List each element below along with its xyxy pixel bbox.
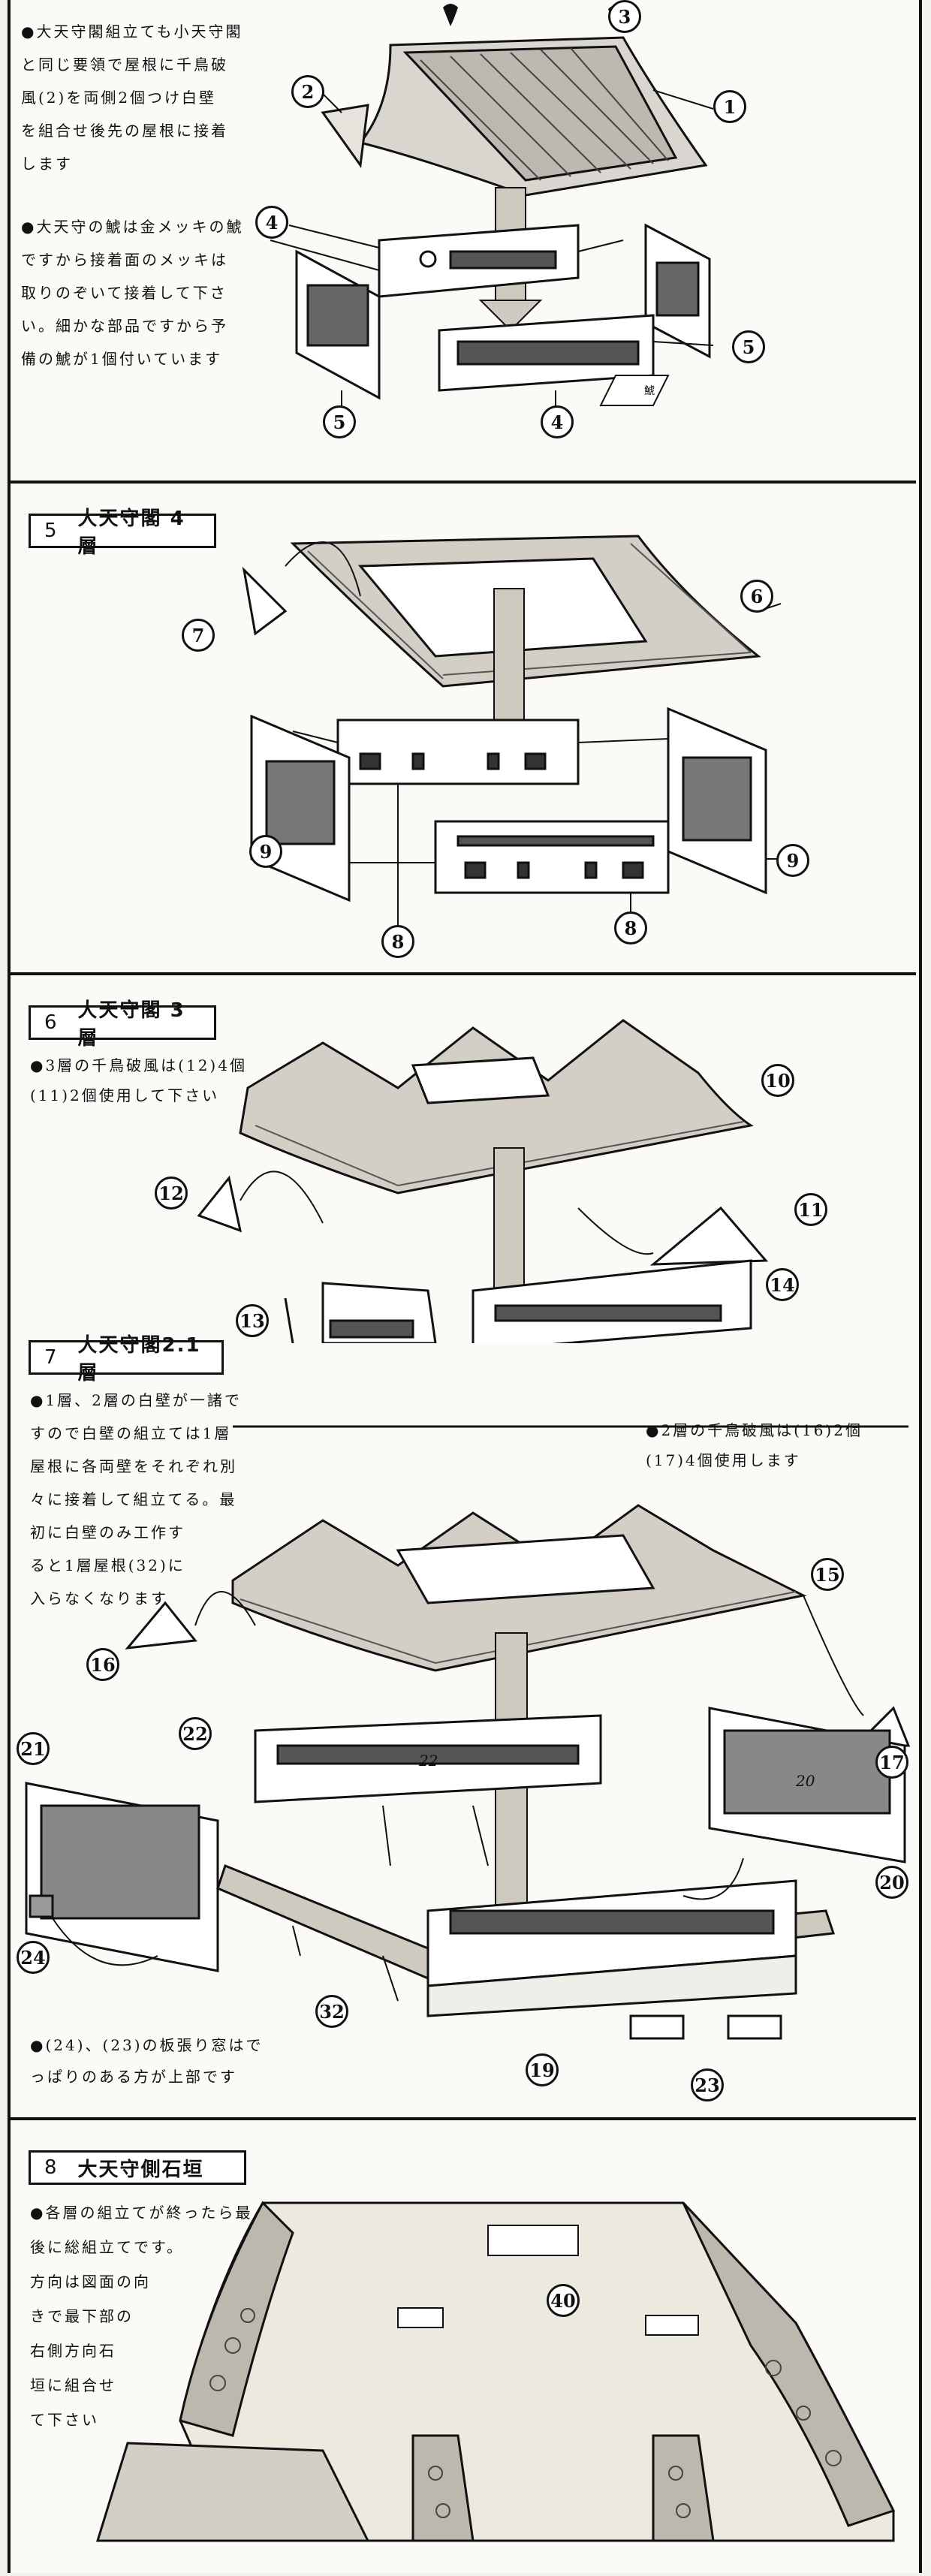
gable-part-2 — [321, 104, 369, 168]
part-24 — [29, 1894, 54, 1918]
section-8-note: ●各層の組立てが終ったら最 後に総組立てです。 方向は図面の向 きで最下部の 右… — [30, 2204, 253, 2429]
wall-part-14a — [321, 1282, 437, 1343]
gable-part-7 — [242, 566, 288, 636]
wall-part-4b — [438, 314, 655, 392]
callout-23: 23 — [691, 2068, 724, 2101]
callout-13: 13 — [236, 1304, 269, 1337]
section-8-title: 大天守側石垣 — [77, 2158, 204, 2181]
wall-part-8a — [336, 719, 580, 785]
callout-12: 12 — [155, 1177, 188, 1210]
wall-mark-22: 22 — [419, 1752, 438, 1770]
section-8-diagram — [95, 2201, 896, 2542]
section-6-header: 6 大天守閣 3層 — [29, 999, 216, 1050]
callout-15: 15 — [811, 1558, 844, 1591]
wall-part-22 — [254, 1714, 602, 1803]
callout-7: 7 — [182, 619, 215, 652]
wall-part-4a — [378, 224, 580, 298]
callout-9: 9 — [249, 835, 282, 868]
section-5-number: 5 — [44, 520, 59, 542]
callout-5: 5 — [323, 405, 356, 438]
section-8-number: 8 — [44, 2156, 59, 2179]
section-8-header: 8 大天守側石垣 — [29, 2150, 246, 2185]
wall-part-19 — [426, 1879, 797, 2017]
roof-part-15 — [231, 1504, 807, 1672]
wall-mark-20: 20 — [796, 1772, 815, 1790]
section-5-title: 大天守閣 4層 — [77, 508, 185, 558]
callout-17: 17 — [875, 1746, 908, 1779]
callout-8: 8 — [381, 925, 414, 958]
wall-part-9b — [667, 707, 767, 895]
callout-21: 21 — [17, 1732, 50, 1765]
section-6: 6 大天守閣 3層 ●3層の千鳥破風は(12)4個 (11)2個使用して下さい … — [8, 972, 916, 1343]
gable-part-16 — [125, 1601, 197, 1650]
roof-part-1 — [358, 36, 708, 197]
callout-19: 19 — [526, 2053, 559, 2086]
gable-part-12 — [197, 1175, 243, 1233]
callout-4: 4 — [541, 405, 574, 438]
part-23a — [629, 2014, 685, 2040]
gable-part-11 — [649, 1206, 769, 1266]
section-7-note-right: ●2層の千鳥破風は(16)2個 (17)4個使用します — [646, 1421, 863, 1469]
callout-8: 8 — [614, 911, 647, 945]
stone-base-40 — [95, 2201, 896, 2542]
part-23b — [727, 2014, 782, 2040]
section-7-title: 大天守閣2.1層 — [77, 1334, 201, 1384]
section-8: 8 大天守側石垣 ●各層の組立てが終ったら最 後に総組立てです。 方向は図面の向… — [8, 2117, 916, 2573]
section-7-number: 7 — [44, 1346, 59, 1369]
callout-40: 40 — [547, 2284, 580, 2317]
callout-6: 6 — [740, 580, 773, 613]
callout-3: 3 — [608, 0, 641, 33]
section-5: 5 大天守閣 4層 — [8, 481, 916, 972]
section-6-number: 6 — [44, 1011, 59, 1034]
section-4-diagram — [270, 4, 714, 413]
arrow-down-icon — [478, 300, 543, 332]
wall-part-8b — [434, 820, 670, 894]
callout-22: 22 — [179, 1717, 212, 1750]
section-7-header: 7 大天守閣2.1層 — [29, 1334, 224, 1384]
wall-part-5b — [644, 223, 711, 359]
wall-part-20 — [708, 1707, 906, 1863]
callout-32: 32 — [315, 1995, 348, 2028]
callout-2: 2 — [291, 75, 324, 108]
section-4-note-1: ●大天守閣組立ても小天守閣 と同じ要領で屋根に千鳥破 風(2)を両側2個つけ白壁… — [21, 23, 243, 173]
callout-14: 14 — [766, 1268, 799, 1301]
section-6-title: 大天守閣 3層 — [77, 999, 185, 1050]
section-5-diagram — [242, 535, 782, 926]
roof-part-10 — [239, 1019, 754, 1195]
shachi-icon — [443, 4, 458, 26]
wall-part-13a — [472, 1259, 752, 1343]
callout-16: 16 — [86, 1648, 119, 1681]
wall-part-9a — [250, 714, 351, 902]
section-4-note-2: ●大天守の鯱は金メッキの鯱 ですから接着面のメッキは 取りのぞいて接着して下さ … — [21, 218, 244, 368]
callout-1: 1 — [713, 90, 746, 123]
callout-4: 4 — [255, 206, 288, 239]
section-7: 7 大天守閣2.1層 ●1層、2層の白壁が一諸で すので白壁の組立ては1層 屋根… — [8, 1334, 916, 2117]
section-6-diagram — [197, 1019, 769, 1343]
section-5-header: 5 大天守閣 4層 — [29, 508, 216, 558]
section-7-note-left: ●1層、2層の白壁が一諸で すので白壁の組立ては1層 屋根に各両壁をそれぞれ別 … — [30, 1391, 242, 1607]
callout-11: 11 — [794, 1193, 827, 1226]
callout-9: 9 — [776, 844, 809, 877]
section-7-diagram — [25, 1425, 911, 2040]
wall-part-21 — [25, 1782, 219, 1972]
wall-part-5a — [295, 249, 381, 400]
section-7-note-bottom: ●(24)、(23)の板張り窓はで っぱりのある方が上部です — [30, 2036, 264, 2086]
shachi-label: 鯱 — [644, 385, 655, 397]
callout-20: 20 — [875, 1866, 908, 1899]
section-6-note: ●3層の千鳥破風は(12)4個 (11)2個使用して下さい — [30, 1056, 247, 1104]
callout-5: 5 — [732, 330, 765, 363]
callout-24: 24 — [17, 1941, 50, 1974]
callout-10: 10 — [761, 1064, 794, 1097]
roof-part-6 — [290, 535, 761, 688]
